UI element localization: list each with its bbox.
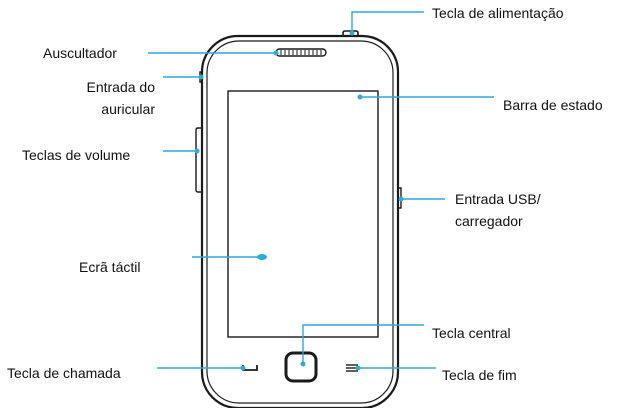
earpiece-grille [275,48,327,57]
label-headset-jack-line2: auricular [101,101,155,117]
label-usb-line2: carregador [455,213,523,229]
label-call-key: Tecla de chamada [7,365,121,381]
label-status-bar: Barra de estado [503,97,603,113]
label-earpiece: Auscultador [43,45,117,61]
label-volume-keys: Teclas de volume [22,147,131,163]
label-center-key: Tecla central [432,325,511,341]
label-end-key: Tecla de fim [442,367,517,383]
label-usb-line1: Entrada USB/ [455,191,541,207]
leader-center-key [302,324,424,364]
leader-power-key [351,11,424,32]
volume-keys [195,127,202,193]
leader-lines [148,11,494,371]
touch-screen [227,90,379,338]
center-key-button [284,351,318,383]
label-headset-jack-line1: Entrada do [86,79,156,95]
label-touch-screen: Ecrã táctil [79,259,141,275]
label-power-key: Tecla de alimentação [432,5,564,21]
